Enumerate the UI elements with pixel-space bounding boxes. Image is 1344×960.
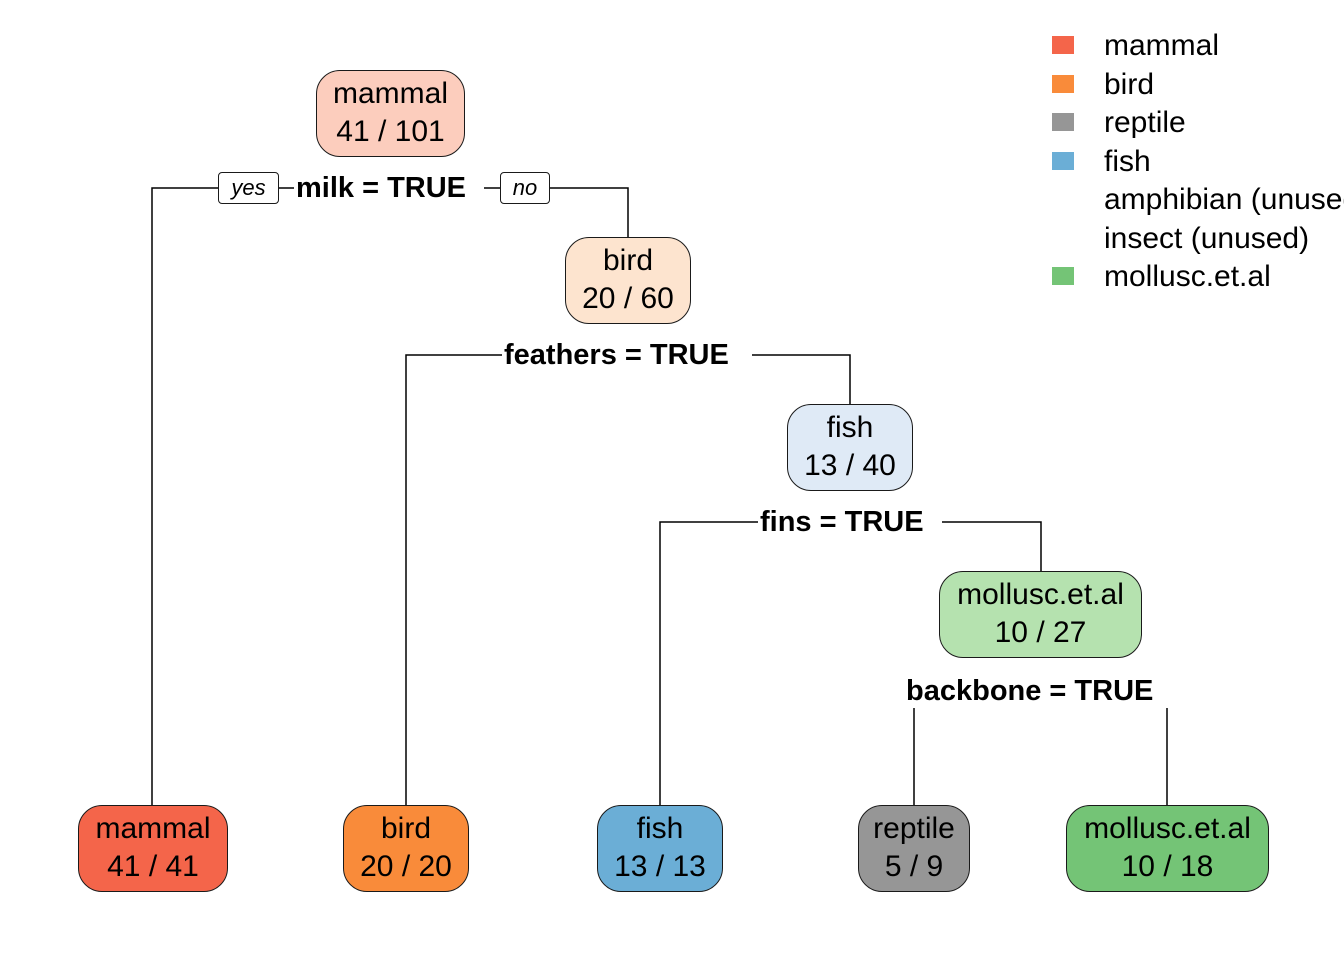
node-root: mammal 41 / 101 <box>316 70 465 157</box>
no-branch-label: no <box>500 172 550 204</box>
split-label-feathers: feathers = TRUE <box>502 338 731 372</box>
legend-label: insect (unused) <box>1104 221 1310 255</box>
node-fish: fish 13 / 40 <box>787 404 913 491</box>
legend-label: mollusc.et.al <box>1104 260 1271 293</box>
node-mollusc: mollusc.et.al 10 / 27 <box>939 571 1142 658</box>
node-root-class: mammal <box>332 77 448 110</box>
node-root-fraction: 41 / 101 <box>336 115 445 148</box>
split-label-backbone: backbone = TRUE <box>904 674 1156 708</box>
leaf-mollusc-fraction: 10 / 18 <box>1121 850 1214 883</box>
edge-bird-node-to-fish-node <box>752 354 851 405</box>
split-label-milk: milk = TRUE <box>294 171 469 205</box>
split-label-fins: fins = TRUE <box>758 505 926 539</box>
leaf-mollusc: mollusc.et.al 10 / 18 <box>1066 805 1269 892</box>
yes-branch-label: yes <box>218 172 279 204</box>
legend-label: reptile <box>1104 106 1186 139</box>
node-mollusc-class: mollusc.et.al <box>957 578 1124 611</box>
leaf-reptile-class: reptile <box>873 812 955 845</box>
leaf-fish-class: fish <box>636 812 684 845</box>
legend-swatch <box>1052 36 1074 54</box>
legend-swatch <box>1052 229 1074 247</box>
leaf-reptile-fraction: 5 / 9 <box>884 850 944 883</box>
leaf-reptile: reptile 5 / 9 <box>858 805 970 892</box>
legend-swatch <box>1052 151 1074 170</box>
legend-label: mammal <box>1104 29 1220 62</box>
edge-root-to-bird-node <box>548 187 629 238</box>
leaf-bird-fraction: 20 / 20 <box>360 850 452 883</box>
legend-label: amphibian (unused) <box>1104 183 1344 216</box>
edge-bird-node-to-bird-leaf <box>405 354 505 805</box>
node-fish-fraction: 13 / 40 <box>804 449 896 482</box>
node-bird-fraction: 20 / 60 <box>582 282 674 315</box>
leaf-mammal: mammal 41 / 41 <box>78 805 228 892</box>
leaf-bird-class: bird <box>380 812 432 845</box>
leaf-fish-fraction: 13 / 13 <box>614 850 706 883</box>
node-mollusc-fraction: 10 / 27 <box>994 616 1087 649</box>
leaf-mammal-class: mammal <box>95 812 211 845</box>
legend-swatch <box>1052 267 1074 285</box>
leaf-bird: bird 20 / 20 <box>343 805 469 892</box>
edge-root-to-mammal-leaf <box>151 187 218 805</box>
edge-fish-node-to-mollusc-node <box>942 521 1042 572</box>
legend-swatch <box>1052 190 1074 208</box>
node-bird: bird 20 / 60 <box>565 237 691 324</box>
legend-label: fish <box>1104 144 1151 178</box>
legend-label: bird <box>1104 67 1155 101</box>
node-bird-class: bird <box>602 244 654 277</box>
legend-swatch <box>1052 113 1074 131</box>
leaf-mollusc-class: mollusc.et.al <box>1084 812 1251 845</box>
node-fish-class: fish <box>826 411 874 444</box>
edge-fish-node-to-fish-leaf <box>659 521 760 805</box>
legend-swatch <box>1052 74 1074 93</box>
leaf-fish: fish 13 / 13 <box>597 805 723 892</box>
leaf-mammal-fraction: 41 / 41 <box>107 850 199 883</box>
